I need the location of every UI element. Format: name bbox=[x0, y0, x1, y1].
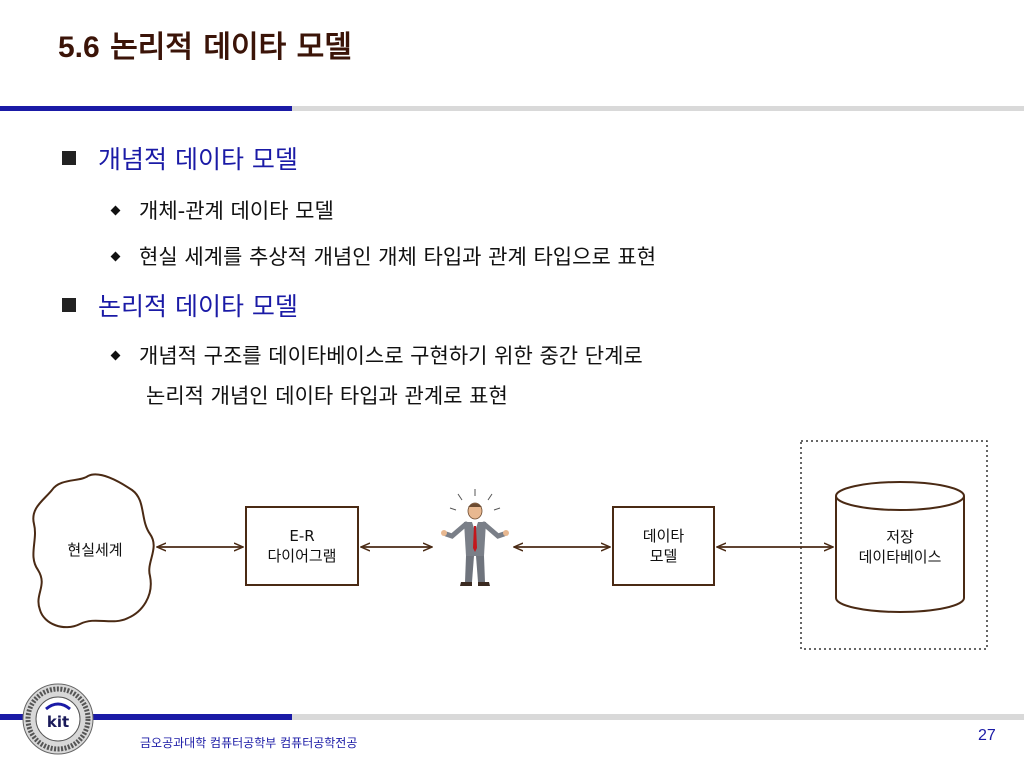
sub-bullet: 개체-관계 데이타 모델 bbox=[110, 195, 334, 225]
footer-divider bbox=[0, 714, 1024, 720]
university-logo-icon: kit bbox=[22, 683, 94, 755]
sub-bullet: 현실 세계를 추상적 개념인 개체 타입과 관계 타입으로 표현 bbox=[110, 241, 656, 271]
page-number: 27 bbox=[978, 727, 996, 744]
bullet-conceptual-model: 개념적 데이타 모델 bbox=[62, 140, 298, 176]
section-number: 5.6 bbox=[58, 31, 100, 64]
confused-person-icon bbox=[441, 489, 509, 586]
storage-db-label: 저장 데이타베이스 bbox=[858, 528, 942, 566]
svg-text:kit: kit bbox=[47, 713, 69, 731]
er-diagram-label: E-R 다이어그램 bbox=[267, 527, 337, 565]
sub-bullet: 개념적 구조를 데이타베이스로 구현하기 위한 중간 단계로 bbox=[110, 340, 643, 370]
storage-frame bbox=[800, 440, 988, 650]
header-divider bbox=[0, 106, 1024, 111]
square-bullet-icon bbox=[62, 151, 76, 165]
database-cylinder-icon bbox=[835, 481, 965, 613]
data-model-label: 데이타 모델 bbox=[642, 527, 685, 565]
section-title: 논리적 데이타 모델 bbox=[110, 30, 352, 65]
sub-bullet-continuation: 논리적 개념인 데이타 타입과 관계로 표현 bbox=[146, 384, 508, 408]
data-model-box bbox=[612, 506, 715, 586]
slide-title: 5.6 논리적 데이타 모델 bbox=[58, 22, 352, 66]
square-bullet-icon bbox=[62, 298, 76, 312]
real-world-blob bbox=[32, 473, 155, 629]
footer-department: 금오공과대학 컴퓨터공학부 컴퓨터공학전공 bbox=[140, 736, 358, 750]
er-diagram-box bbox=[245, 506, 359, 586]
bullet-logical-model: 논리적 데이타 모델 bbox=[62, 287, 298, 323]
real-world-label: 현실세계 bbox=[67, 541, 123, 559]
